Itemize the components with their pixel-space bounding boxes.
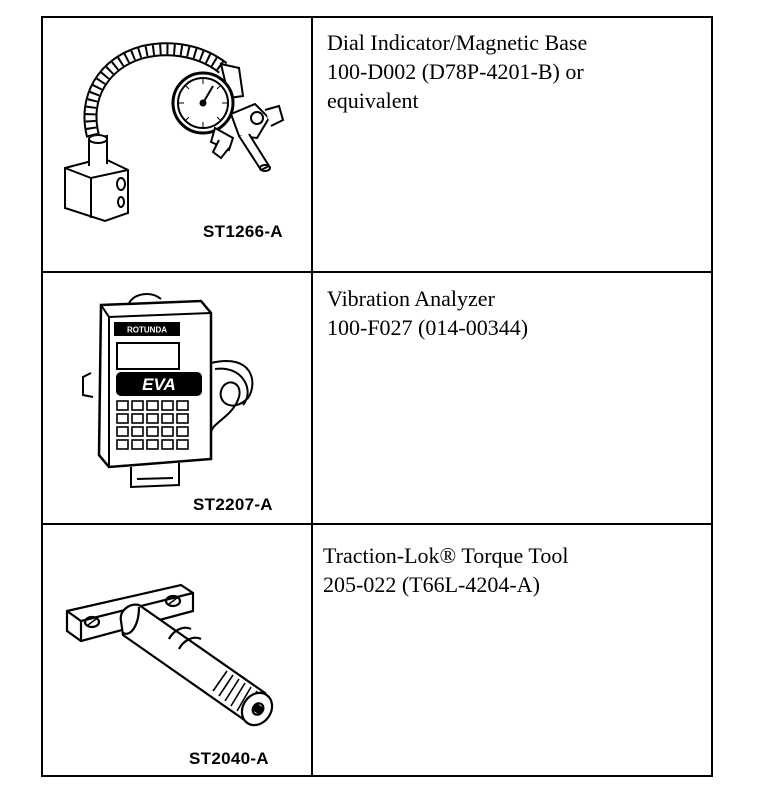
tool-number: 100-D002 (D78P-4201-B) or (327, 59, 584, 84)
tool-description: Vibration Analyzer 100-F027 (014-00344) (327, 284, 528, 342)
illustration-cell: ST2040-A (43, 525, 313, 775)
tool-description: Traction-Lok® Torque Tool 205-022 (T66L-… (323, 541, 568, 599)
description-cell: Dial Indicator/Magnetic Base 100-D002 (D… (313, 18, 711, 271)
tool-description: Dial Indicator/Magnetic Base 100-D002 (D… (327, 28, 587, 115)
analyzer-screen-logo: EVA (142, 375, 176, 394)
figure-code: ST2040-A (189, 749, 269, 768)
analyzer-brand-text: ROTUNDA (127, 326, 167, 335)
tool-name: Vibration Analyzer (327, 286, 495, 311)
tool-number: 205-022 (T66L-4204-A) (323, 572, 540, 597)
tool-row: ROTUNDA EVA ST2207-A Vibration Analyzer … (43, 271, 711, 523)
figure-code: ST1266-A (203, 222, 283, 241)
tool-number: 100-F027 (014-00344) (327, 315, 529, 340)
description-cell: Vibration Analyzer 100-F027 (014-00344) (313, 273, 711, 523)
tool-row: ST1266-A Dial Indicator/Magnetic Base 10… (43, 18, 711, 271)
tool-table: ST1266-A Dial Indicator/Magnetic Base 10… (41, 16, 713, 777)
tool-row: ST2040-A Traction-Lok® Torque Tool 205-0… (43, 523, 711, 775)
traction-lok-torque-tool-icon (65, 583, 274, 727)
vibration-analyzer-icon: ROTUNDA EVA (82, 293, 254, 489)
figure-code: ST2207-A (193, 495, 273, 514)
illustration-cell: ST1266-A (43, 18, 313, 271)
dial-indicator-magnetic-base-icon (64, 42, 285, 223)
tool-name: Dial Indicator/Magnetic Base (327, 30, 588, 55)
description-cell: Traction-Lok® Torque Tool 205-022 (T66L-… (313, 525, 711, 775)
tool-note: equivalent (327, 88, 419, 113)
tool-name: Traction-Lok® Torque Tool (323, 543, 569, 568)
illustration-cell: ROTUNDA EVA ST2207-A (43, 273, 313, 523)
